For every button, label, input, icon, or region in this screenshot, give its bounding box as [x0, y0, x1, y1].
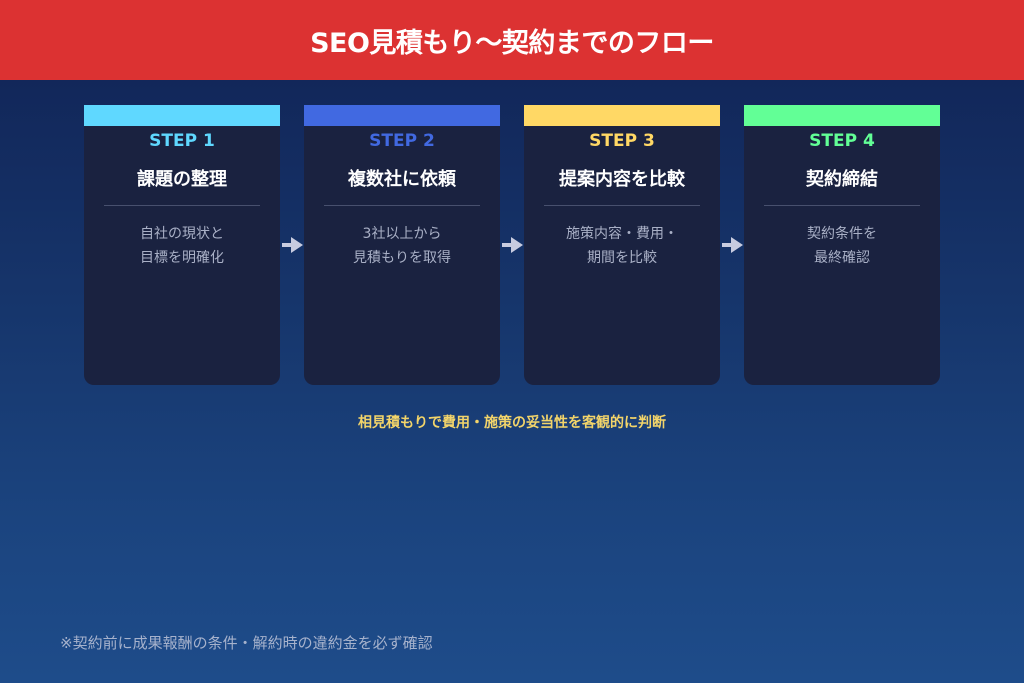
step-title: 提案内容を比較 — [559, 169, 685, 190]
arrow-right-icon — [502, 237, 523, 253]
page-title: SEO見積もり〜契約までのフロー — [310, 27, 714, 59]
step-description: 施策内容・費用・ 期間を比較 — [566, 226, 678, 266]
divider — [324, 205, 480, 206]
step-color-bar — [524, 105, 720, 126]
arrow-right-icon — [722, 237, 743, 253]
step-card-1: STEP 1 課題の整理 自社の現状と 目標を明確化 — [84, 105, 280, 385]
step-description: 契約条件を 最終確認 — [807, 226, 877, 266]
footnote: ※契約前に成果報酬の条件・解約時の違約金を必ず確認 — [60, 634, 433, 652]
divider — [104, 205, 260, 206]
step-color-bar — [84, 105, 280, 126]
step-title: 契約締結 — [806, 169, 878, 190]
step-description: 3社以上から 見積もりを取得 — [353, 226, 451, 266]
step-label: STEP 3 — [589, 131, 655, 151]
step-label: STEP 1 — [149, 131, 215, 151]
header-banner: SEO見積もり〜契約までのフロー — [0, 0, 1024, 80]
step-color-bar — [744, 105, 940, 126]
arrow-right-icon — [282, 237, 303, 253]
step-card-2: STEP 2 複数社に依頼 3社以上から 見積もりを取得 — [304, 105, 500, 385]
divider — [764, 205, 920, 206]
divider — [544, 205, 700, 206]
step-card-3: STEP 3 提案内容を比較 施策内容・費用・ 期間を比較 — [524, 105, 720, 385]
step-color-bar — [304, 105, 500, 126]
step-label: STEP 2 — [369, 131, 435, 151]
step-label: STEP 4 — [809, 131, 875, 151]
step-title: 複数社に依頼 — [348, 169, 456, 190]
step-description: 自社の現状と 目標を明確化 — [140, 226, 224, 266]
step-title: 課題の整理 — [137, 169, 227, 190]
step-card-4: STEP 4 契約締結 契約条件を 最終確認 — [744, 105, 940, 385]
summary-note: 相見積もりで費用・施策の妥当性を客観的に判断 — [358, 415, 666, 431]
